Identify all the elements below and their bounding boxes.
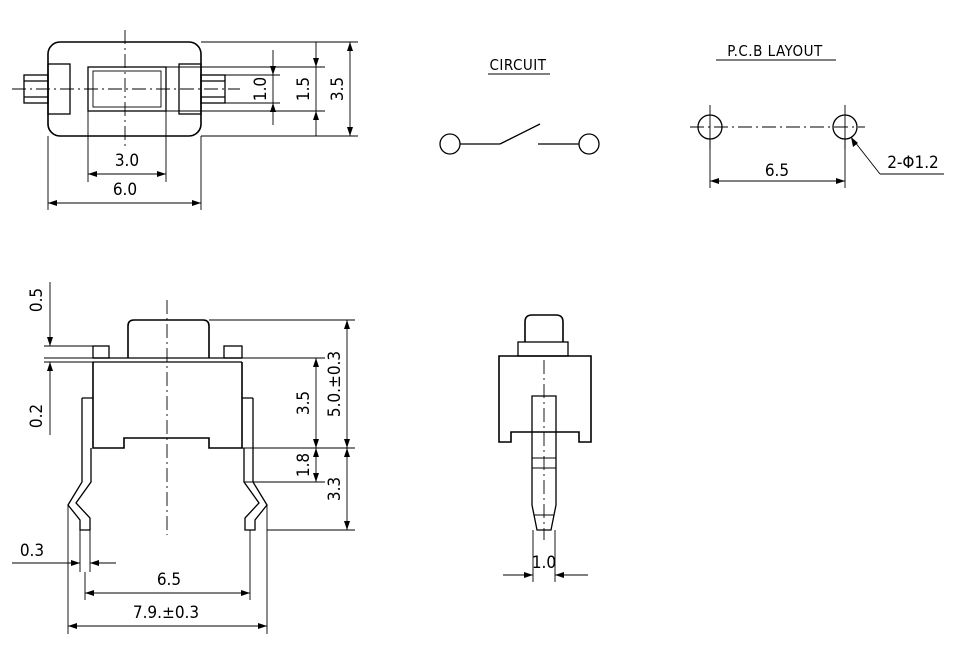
dim-top-6-0: 6.0 — [113, 180, 137, 200]
dim-top-3-5: 3.5 — [328, 77, 348, 101]
dim-front-0-5: 0.5 — [27, 288, 47, 312]
circuit-title: CIRCUIT — [489, 56, 546, 74]
pcb-title: P.C.B LAYOUT — [727, 42, 823, 60]
front-view-left-leg — [67, 397, 93, 531]
side-view: 1.0 — [498, 314, 592, 582]
dim-front-7-9: 7.9.±0.3 — [133, 603, 199, 623]
dim-pcb-pitch: 6.5 — [765, 161, 789, 181]
side-view-lead — [531, 395, 557, 531]
front-view: 3.5 5.0.±0.3 1.8 3.3 0.5 0.2 0.3 — [12, 282, 355, 634]
side-view-button — [524, 314, 564, 342]
dim-front-0-3: 0.3 — [20, 541, 44, 561]
dim-side-1-0: 1.0 — [532, 553, 556, 573]
circuit-symbol: CIRCUIT — [439, 56, 600, 155]
front-view-right-leg — [242, 397, 268, 531]
pcb-layout: P.C.B LAYOUT 6.5 2-Φ1.2 — [690, 42, 944, 188]
side-view-body — [498, 355, 592, 443]
dim-front-6-5: 6.5 — [157, 570, 181, 590]
front-view-body — [92, 362, 243, 449]
top-view: 1.0 1.5 3.5 3.0 6.0 — [12, 30, 358, 210]
dim-front-5-0: 5.0.±0.3 — [325, 351, 345, 417]
dim-front-1-8: 1.8 — [294, 453, 314, 477]
front-view-button — [127, 319, 210, 358]
dim-top-3-0: 3.0 — [115, 151, 139, 171]
dim-top-1-5: 1.5 — [294, 77, 314, 101]
dim-front-3-3: 3.3 — [325, 477, 345, 501]
dim-front-0-2: 0.2 — [27, 404, 47, 428]
dim-pcb-hole: 2-Φ1.2 — [887, 153, 939, 173]
dim-top-1-0: 1.0 — [251, 77, 271, 101]
dim-front-3-5: 3.5 — [294, 391, 314, 415]
